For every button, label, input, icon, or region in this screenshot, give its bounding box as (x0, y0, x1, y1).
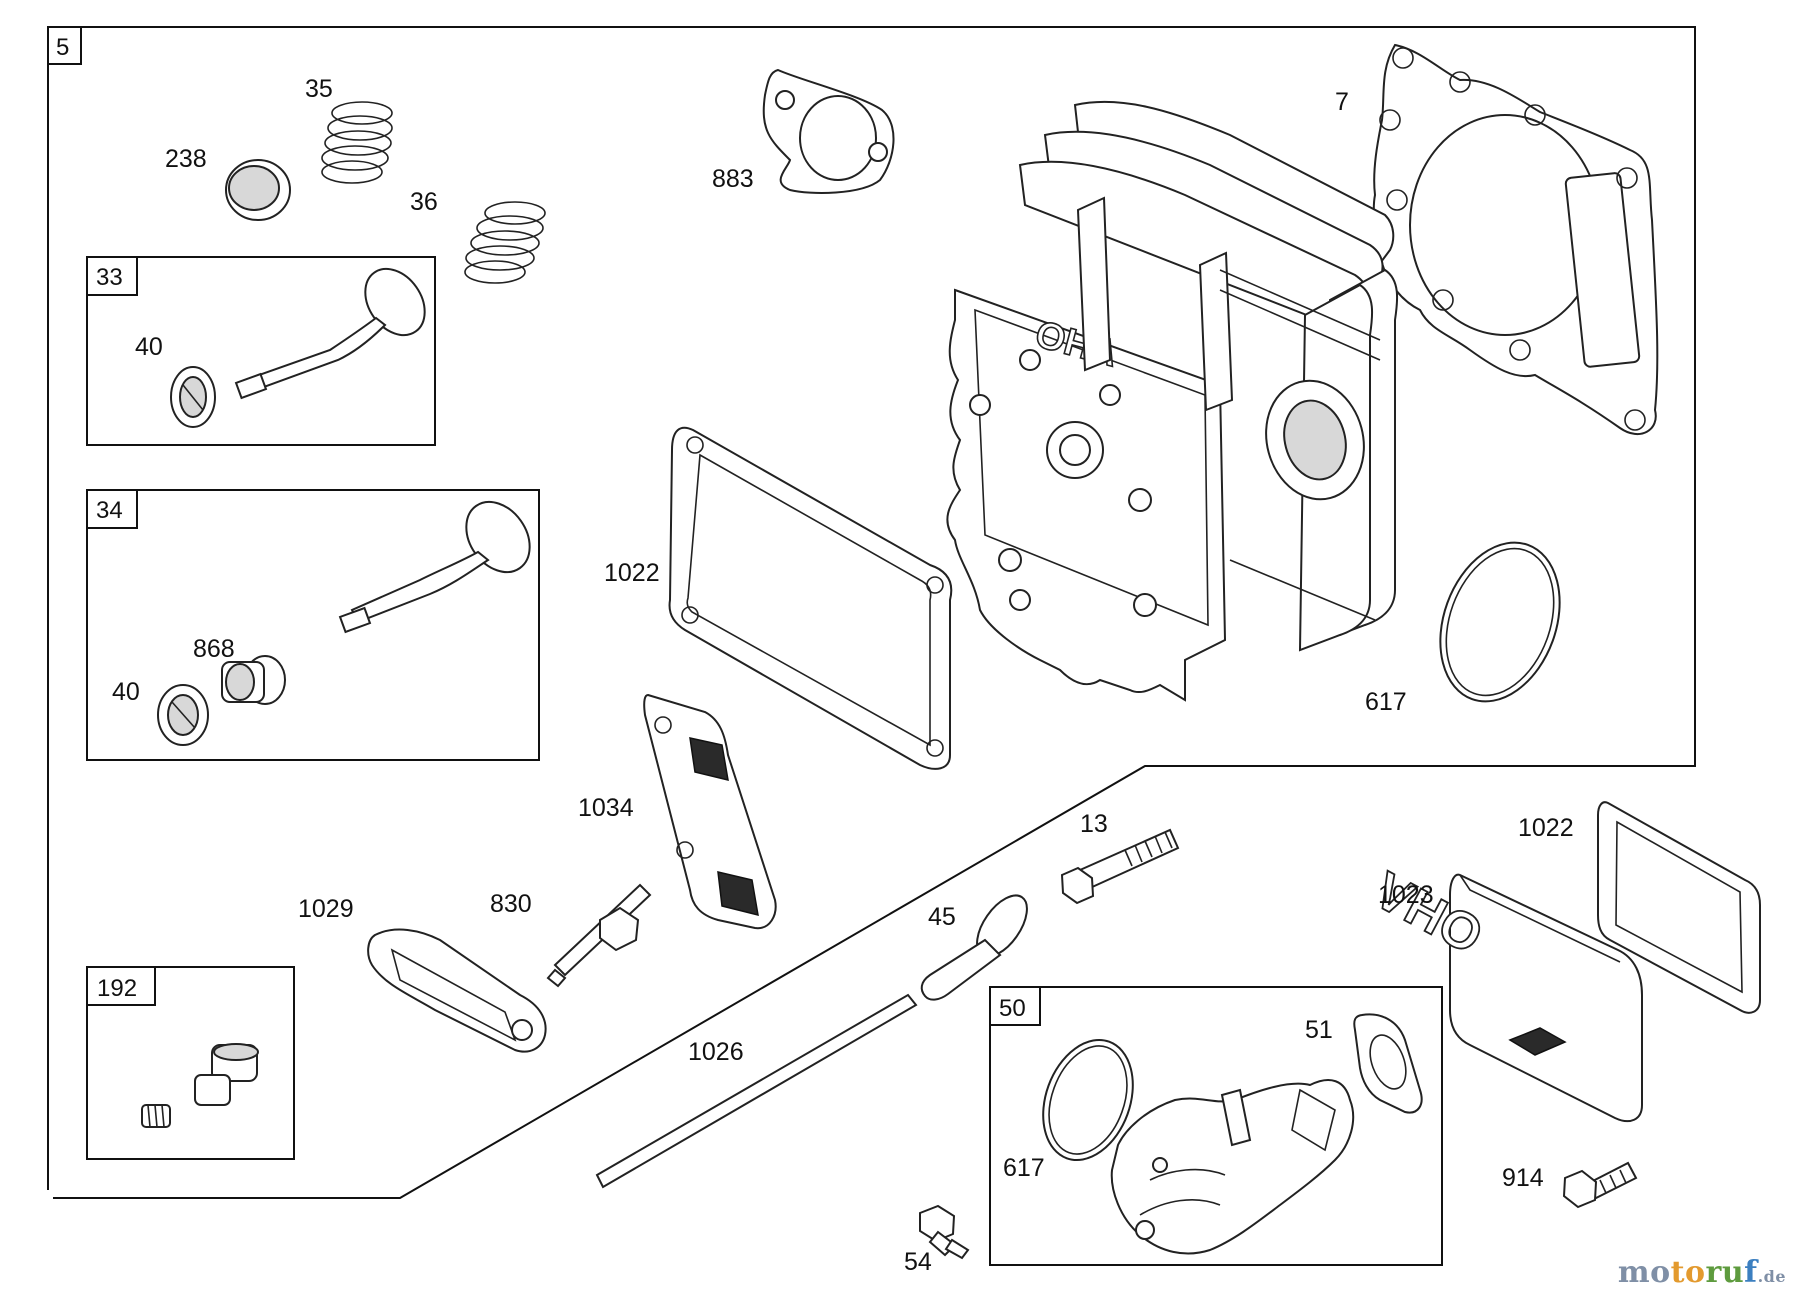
screw-54 (919, 1204, 970, 1260)
intake-gasket-51 (1353, 1013, 1423, 1114)
box-50-tag (989, 986, 1041, 1026)
label-35: 35 (305, 75, 333, 103)
label-13: 13 (1080, 810, 1108, 838)
label-36: 36 (410, 188, 438, 216)
exhaust-gasket-883 (762, 68, 895, 194)
valve-retainer-40-bottom (157, 684, 209, 746)
valve-cap-238 (225, 159, 291, 221)
label-1023: 1023 (1378, 881, 1434, 909)
label-914: 914 (1502, 1164, 1544, 1192)
box-34-label: 34 (96, 497, 123, 524)
head-gasket-7 (1372, 43, 1659, 435)
box-34-tag (86, 489, 138, 529)
motoruf-watermark: motoruf.de (1617, 1255, 1786, 1290)
box-33-frame (86, 256, 436, 446)
box-50-label: 50 (999, 995, 1026, 1022)
push-rod-guide-45 (920, 894, 1028, 1001)
cover-cast-text: OHV (1365, 861, 1492, 965)
fitting-192 (141, 1043, 259, 1128)
box-33-tag (86, 256, 138, 296)
label-883: 883 (712, 165, 754, 193)
exhaust-valve-33 (234, 267, 426, 400)
push-rod-1026 (595, 993, 918, 1189)
box-192-label: 192 (97, 975, 137, 1002)
valve-retainer-40-top (170, 366, 216, 428)
label-617-top: 617 (1365, 688, 1407, 716)
o-ring-617-top (1439, 541, 1561, 703)
screw-914 (1562, 1161, 1638, 1209)
box-5-label: 5 (56, 34, 69, 61)
label-1029: 1029 (298, 895, 354, 923)
valve-cover-gasket-1022-large (668, 426, 953, 770)
label-238: 238 (165, 145, 207, 173)
valve-cover-gasket-1022-small (1597, 801, 1761, 1014)
label-45: 45 (928, 903, 956, 931)
label-868: 868 (193, 635, 235, 663)
rocker-stud-830 (546, 883, 652, 988)
box-34-frame (86, 489, 540, 761)
label-7: 7 (1335, 88, 1349, 116)
label-51: 51 (1305, 1016, 1333, 1044)
box-5-tag (47, 26, 82, 65)
bolt-13 (1060, 828, 1180, 905)
box-192-frame (86, 966, 295, 1160)
label-40-top: 40 (135, 333, 163, 361)
cylinder-head: OHV (946, 100, 1399, 702)
valve-spring-36 (464, 201, 546, 284)
valve-seal-868 (221, 655, 286, 705)
intake-valve-34 (338, 500, 531, 634)
o-ring-617-bottom (1042, 1038, 1134, 1162)
label-54: 54 (904, 1248, 932, 1276)
box-192-tag (86, 966, 156, 1006)
rocker-arm-1029 (367, 928, 547, 1053)
label-1026: 1026 (688, 1038, 744, 1066)
label-1022-small: 1022 (1518, 814, 1574, 842)
label-617-bottom: 617 (1003, 1154, 1045, 1182)
label-40-bottom: 40 (112, 678, 140, 706)
label-830: 830 (490, 890, 532, 918)
box-33-label: 33 (96, 264, 123, 291)
valve-spring-35 (321, 101, 393, 184)
box-50-frame (989, 986, 1443, 1266)
breather-plate-1034 (643, 693, 777, 930)
intake-manifold-50 (1110, 1079, 1355, 1255)
assembly-5-frame (47, 26, 1696, 1199)
label-1034: 1034 (578, 794, 634, 822)
label-1022-large: 1022 (604, 559, 660, 587)
